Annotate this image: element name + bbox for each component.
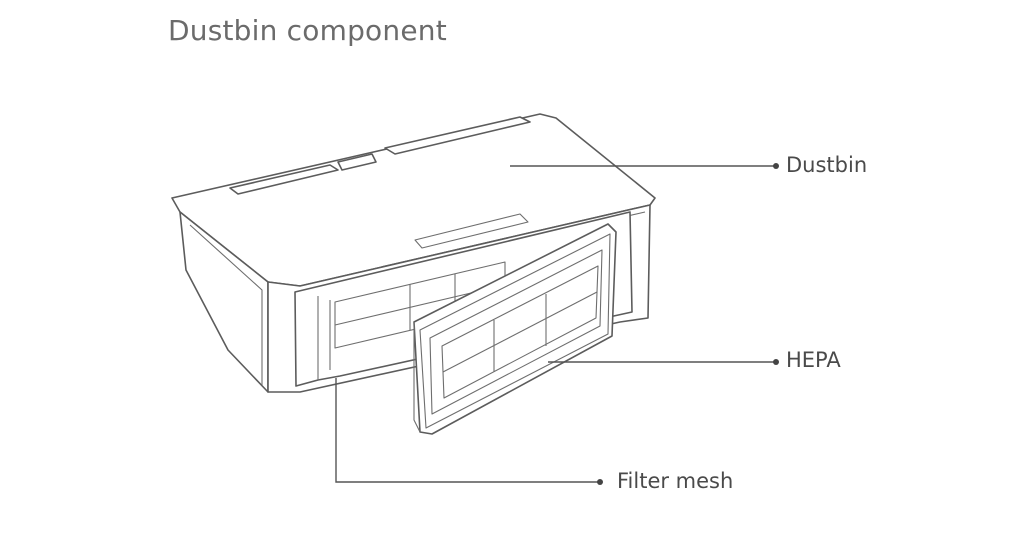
diagram-title: Dustbin component (168, 14, 447, 47)
hepa-filter (413, 223, 617, 435)
callout-dustbin: Dustbin (786, 153, 868, 177)
callout-filter-mesh: Filter mesh (617, 469, 734, 493)
callout-hepa: HEPA (786, 348, 841, 372)
leader-lines (335, 163, 779, 485)
